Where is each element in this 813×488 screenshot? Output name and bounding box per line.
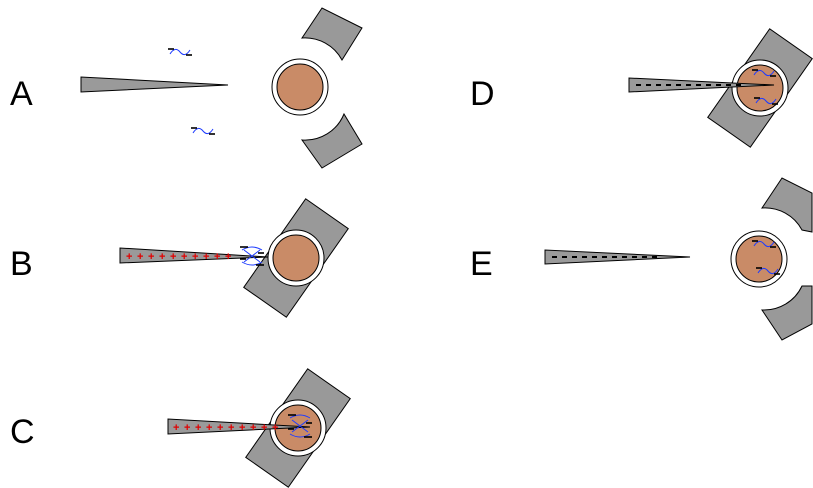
pipette-c <box>167 418 311 435</box>
pipette-e <box>544 249 691 265</box>
pipette-charges-b: + + + + + + + + + + <box>126 251 231 263</box>
charge-c-7: + <box>239 422 245 434</box>
charge-c-9: + <box>261 422 267 434</box>
charge-b-4: + <box>159 251 165 263</box>
charge-b-10: + <box>225 251 231 263</box>
molecule-d-2 <box>754 97 778 105</box>
panel-label-c: C <box>10 413 35 451</box>
panel-a: A <box>10 7 363 169</box>
charge-b-1: + <box>126 251 132 263</box>
molecule-d-1 <box>752 69 776 77</box>
panel-e: E <box>470 177 813 341</box>
cell-a <box>276 63 324 111</box>
charge-c-10: + <box>272 422 278 434</box>
panel-d: D <box>470 28 813 148</box>
charge-c-6: + <box>228 422 234 434</box>
pipette-a <box>80 76 229 93</box>
charge-c-8: + <box>250 422 256 434</box>
charge-b-3: + <box>148 251 154 263</box>
cell-e <box>735 235 783 283</box>
molecule-e-2 <box>756 267 780 275</box>
panel-b: B + + + + + + + + + + <box>10 198 349 318</box>
panel-label-a: A <box>10 75 33 113</box>
molecule-a-1 <box>168 48 192 56</box>
cell-b <box>272 234 320 282</box>
charge-b-9: + <box>214 251 220 263</box>
pipette-charges-c: + + + + + + + + + + <box>173 422 278 434</box>
holder-top-a <box>301 7 363 61</box>
panel-label-d: D <box>470 75 495 113</box>
holder-bottom-a <box>300 112 363 169</box>
charge-c-5: + <box>217 422 223 434</box>
charge-c-3: + <box>195 422 201 434</box>
molecule-b-1 <box>240 246 264 266</box>
panel-c: C + + + + + + + + + + <box>10 368 351 488</box>
charge-b-7: + <box>192 251 198 263</box>
charge-c-1: + <box>173 422 179 434</box>
pipette-d <box>628 77 775 93</box>
panel-label-b: B <box>10 245 33 283</box>
charge-c-2: + <box>184 422 190 434</box>
molecule-a-2 <box>191 127 215 135</box>
pipette-b <box>119 247 269 264</box>
charge-b-5: + <box>170 251 176 263</box>
charge-b-8: + <box>203 251 209 263</box>
charge-c-4: + <box>206 422 212 434</box>
holder-bottom-e <box>761 285 813 341</box>
panel-label-e: E <box>470 245 493 283</box>
charge-b-6: + <box>181 251 187 263</box>
holder-top-e <box>761 177 813 233</box>
molecule-c-1 <box>288 414 312 438</box>
molecule-e-1 <box>752 240 776 248</box>
charge-b-2: + <box>137 251 143 263</box>
